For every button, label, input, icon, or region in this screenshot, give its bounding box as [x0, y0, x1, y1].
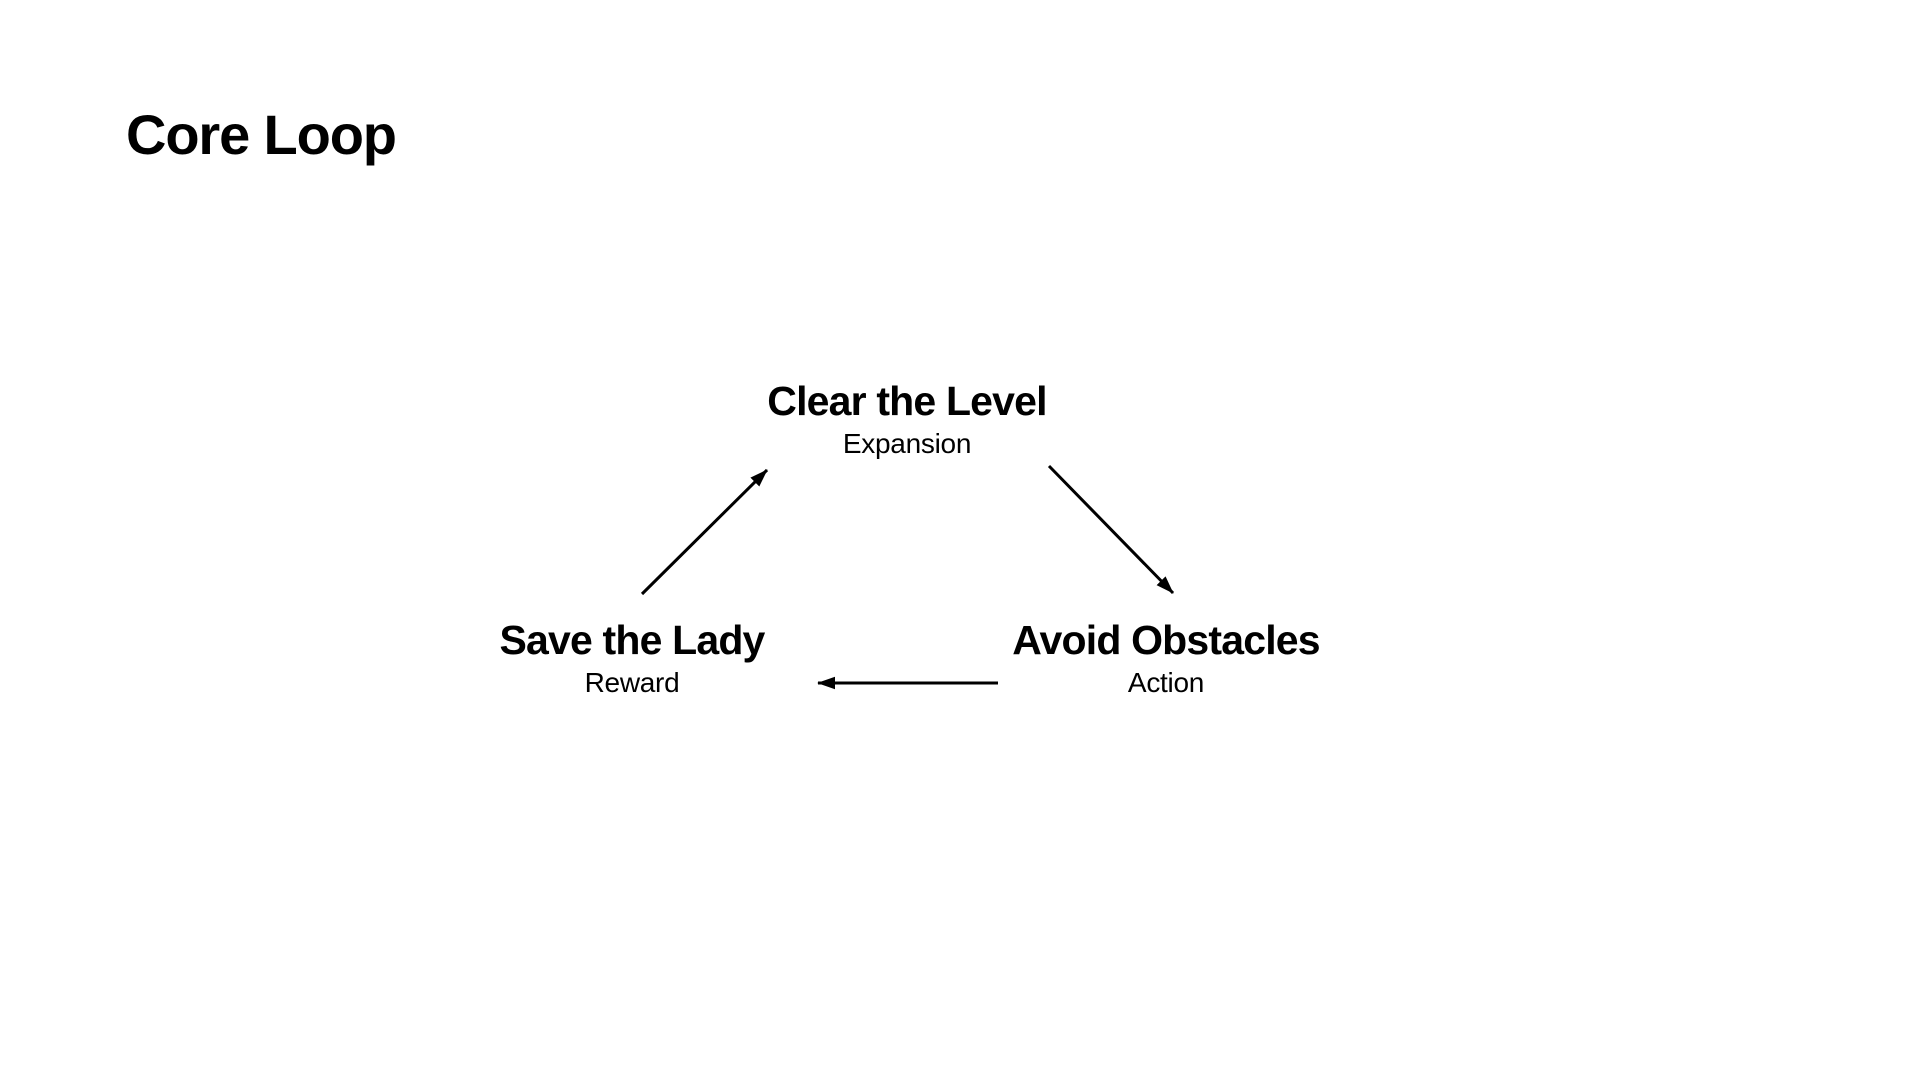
node-sublabel: Reward: [584, 667, 680, 699]
node-save-the-lady: Save the Lady Reward: [499, 617, 765, 701]
node-label: Clear the Level: [767, 378, 1047, 424]
arrow-clear-to-avoid: [1047, 464, 1175, 595]
node-label: Avoid Obstacles: [1012, 617, 1320, 663]
arrow-save-to-clear: [640, 468, 769, 596]
node-avoid-obstacles: Avoid Obstacles Action: [1012, 617, 1320, 701]
node-sublabel: Expansion: [842, 428, 972, 460]
page-title: Core Loop: [126, 103, 397, 166]
node-label: Save the Lady: [499, 617, 765, 663]
node-sublabel: Action: [1127, 667, 1205, 699]
node-clear-the-level: Clear the Level Expansion: [767, 378, 1047, 462]
